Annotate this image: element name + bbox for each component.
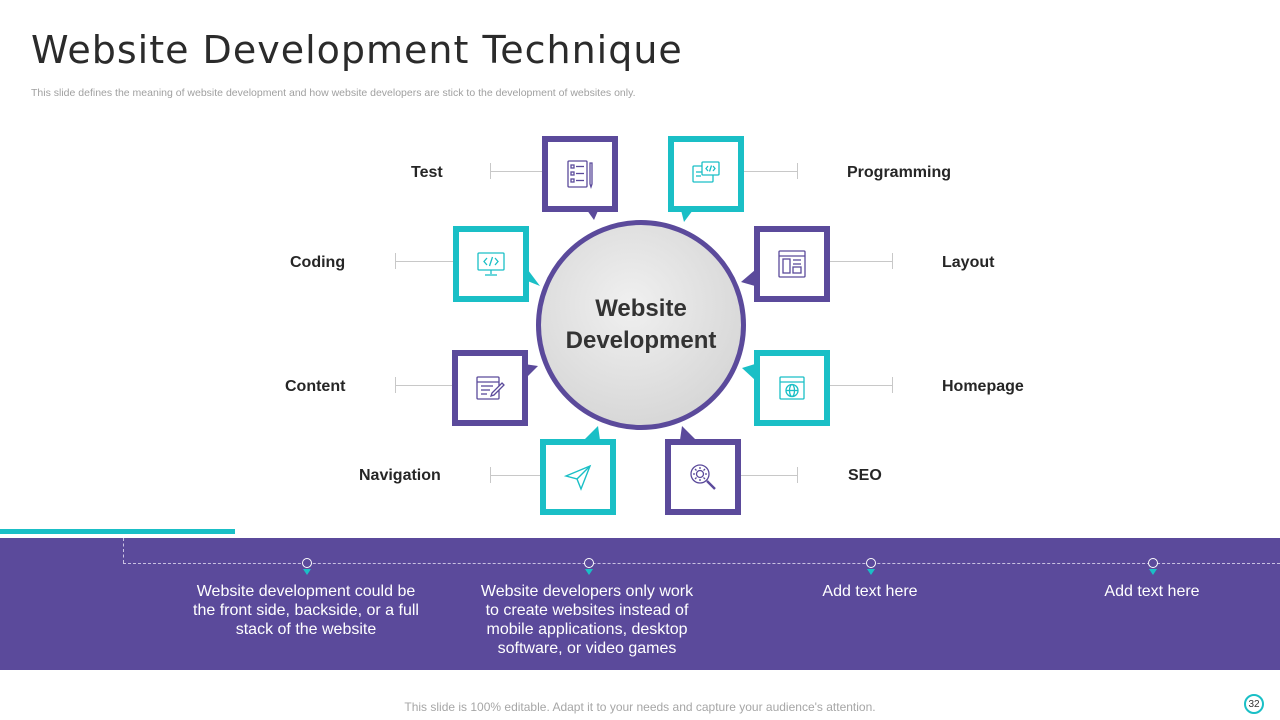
- layout-leader: [827, 261, 893, 262]
- timeline-dot-3: [866, 558, 876, 568]
- timeline-dash-line: [123, 563, 1280, 564]
- monitor-code-icon: [477, 252, 505, 276]
- timeline-marker-2: [585, 569, 593, 575]
- slide-title: Website Development Technique: [31, 28, 683, 72]
- timeline-dot-4: [1148, 558, 1158, 568]
- band-text-4: Add text here: [1104, 583, 1200, 600]
- programming-icon-box: [668, 136, 744, 212]
- navigation-pointer: [584, 426, 600, 440]
- content-leader: [395, 385, 453, 386]
- coding-icon-box: [453, 226, 529, 302]
- navigation-leader-cap: [490, 467, 491, 483]
- center-label: Website Development: [565, 295, 717, 354]
- seo-pointer: [680, 426, 696, 440]
- coding-leader-cap: [395, 253, 396, 269]
- slide-subtitle: This slide defines the meaning of websit…: [31, 87, 636, 99]
- center-circle: Website Development: [536, 220, 746, 430]
- page-number: 32: [1244, 694, 1264, 714]
- seo-icon-box: [665, 439, 741, 515]
- coding-label: Coding: [290, 254, 346, 271]
- test-leader-cap: [490, 163, 491, 179]
- layout-label: Layout: [942, 254, 995, 271]
- test-icon-box: [542, 136, 618, 212]
- content-label: Content: [285, 378, 346, 395]
- checklist-icon: [567, 160, 593, 190]
- coding-leader: [395, 261, 453, 262]
- content-icon-box: [452, 350, 528, 426]
- timeline-dot-1: [302, 558, 312, 568]
- band-text-2: Website developers only work to create w…: [480, 583, 694, 657]
- timeline-marker-3: [867, 569, 875, 575]
- test-leader: [490, 171, 542, 172]
- content-leader-cap: [395, 377, 396, 393]
- navigation-label: Navigation: [359, 467, 441, 484]
- layout-leader-cap: [892, 253, 893, 269]
- band-text-1: Website development could be the front s…: [193, 583, 419, 638]
- homepage-pointer: [742, 364, 755, 380]
- info-band: [0, 538, 1280, 670]
- gear-search-icon: [690, 464, 716, 490]
- seo-leader-cap: [797, 467, 798, 483]
- timeline-dash-vertical: [123, 538, 124, 563]
- homepage-leader-cap: [892, 377, 893, 393]
- footer-note: This slide is 100% editable. Adapt it to…: [404, 700, 876, 714]
- homepage-label: Homepage: [942, 378, 1024, 395]
- timeline-marker-1: [303, 569, 311, 575]
- seo-label: SEO: [848, 467, 882, 484]
- programming-leader: [741, 171, 798, 172]
- programming-leader-cap: [797, 163, 798, 179]
- band-text-3: Add text here: [822, 583, 918, 600]
- programming-label: Programming: [847, 164, 952, 181]
- edit-document-icon: [476, 376, 505, 400]
- timeline-marker-4: [1149, 569, 1157, 575]
- radial-diagram: Website Development Test Programming Cod…: [285, 136, 1024, 515]
- homepage-leader: [827, 385, 893, 386]
- paper-plane-icon: [563, 464, 592, 491]
- homepage-icon-box: [754, 350, 830, 426]
- accent-bar: [0, 529, 235, 534]
- navigation-leader: [490, 475, 541, 476]
- globe-browser-icon: [779, 376, 805, 400]
- layout-icon-box: [754, 226, 830, 302]
- layout-pointer: [741, 270, 755, 286]
- seo-leader: [738, 475, 798, 476]
- timeline-dot-2: [584, 558, 594, 568]
- layout-icon: [778, 250, 806, 278]
- code-window-icon: [692, 161, 720, 183]
- navigation-icon-box: [540, 439, 616, 515]
- test-label: Test: [411, 164, 443, 181]
